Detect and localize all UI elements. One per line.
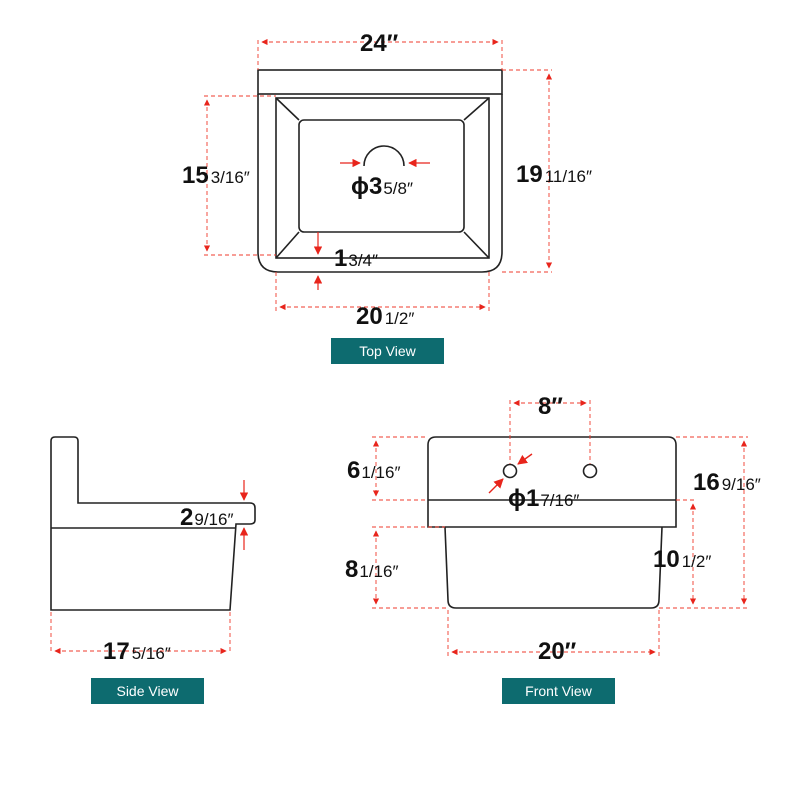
top-view-bowl-corner-tr (463, 97, 490, 121)
dim-label-drain: ϕ35/8″ (351, 173, 413, 200)
side-view-profile (50, 436, 256, 611)
hole-arrow-upper (517, 453, 533, 465)
dim-label-bowl-height: 81/16″ (345, 556, 398, 583)
side-view-caption: Side View (91, 678, 204, 704)
top-view-drain-hole (363, 145, 405, 167)
front-view-bowl (444, 526, 663, 609)
top-view-back-ledge (257, 69, 503, 95)
faucet-hole-left (502, 463, 518, 479)
top-view-bowl-outer (275, 97, 490, 259)
top-view-caption: Top View (331, 338, 444, 364)
top-view-bowl-corner-tl (275, 97, 300, 121)
dim-label-faucet-spacing: 8″ (538, 393, 563, 420)
dim-label-top-height: 61/16″ (347, 457, 400, 484)
dim-label-top-width: 24″ (360, 30, 399, 57)
dim-label-rim: 13/4″ (334, 245, 378, 272)
top-view-outer-rim (257, 94, 503, 273)
front-view-top-block (427, 436, 677, 528)
front-view-caption: Front View (502, 678, 615, 704)
faucet-hole-right (582, 463, 598, 479)
top-view-bowl-floor (298, 119, 465, 233)
dim-label-bottom-width: 20″ (538, 638, 577, 665)
dim-label-faucet-hole: ϕ17/16″ (508, 485, 579, 512)
hole-arrow-lower (488, 478, 504, 494)
dim-label-ledge-height: 29/16″ (180, 504, 233, 531)
top-view-bowl-corner-bl (275, 231, 300, 259)
top-view-bowl-corner-br (463, 231, 490, 259)
